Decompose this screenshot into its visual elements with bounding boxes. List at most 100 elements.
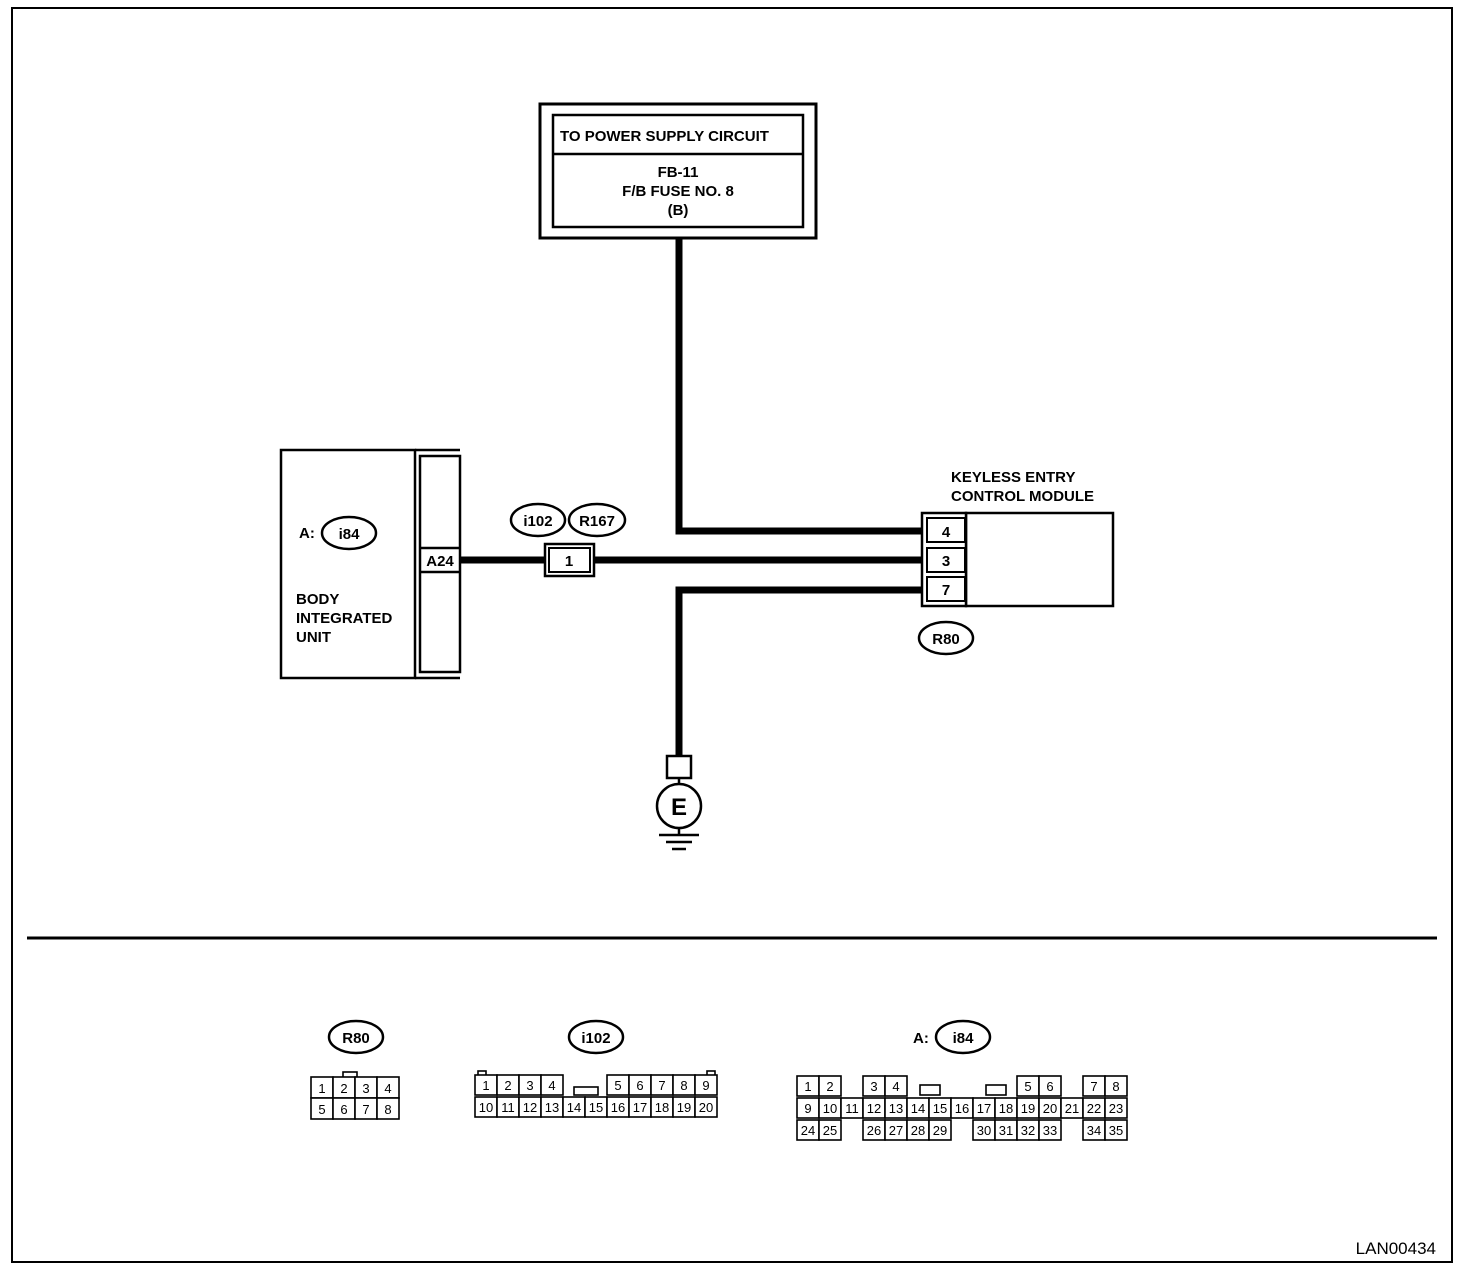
i84-cell: [1038, 1075, 1062, 1097]
i84-pin-label: 15: [933, 1101, 947, 1116]
i102-pin-label: 12: [523, 1100, 537, 1115]
body-integrated-unit: A24 A: i84 BODY INTEGRATED UNIT: [279, 448, 462, 680]
body-unit-name-3: UNIT: [296, 629, 331, 646]
i84-pin-label: 17: [977, 1101, 991, 1116]
wires: [461, 238, 926, 756]
i102-cell: [694, 1074, 718, 1096]
i102-pin-label: 4: [548, 1078, 555, 1093]
connector-view-i84-prefix: A:: [913, 1030, 929, 1047]
i84-cell: [818, 1119, 842, 1141]
keyless-pin-7: 7: [942, 582, 950, 599]
connector-view-r80-label: R80: [342, 1030, 370, 1047]
junction-oval-i102: [509, 502, 567, 538]
i84-pin-label: 22: [1087, 1101, 1101, 1116]
connector-latch: [919, 1084, 941, 1096]
i84-pin-label: 30: [977, 1123, 991, 1138]
i84-pin-label: 3: [870, 1079, 877, 1094]
i84-pin-label: 13: [889, 1101, 903, 1116]
i102-pin-label: 1: [482, 1078, 489, 1093]
i102-cell: [540, 1074, 564, 1096]
i84-pin-label: 9: [804, 1101, 811, 1116]
i84-pin-label: 8: [1112, 1079, 1119, 1094]
junction-pin: 1: [565, 553, 573, 570]
junction-label-i102: i102: [523, 513, 552, 530]
i84-cell: [1104, 1075, 1128, 1097]
i102-pin-label: 15: [589, 1100, 603, 1115]
i102-pin-label: 11: [501, 1100, 515, 1115]
keyless-name-2: CONTROL MODULE: [951, 488, 1094, 505]
i102-pin-label: 6: [636, 1078, 643, 1093]
keyless-connector-oval: [917, 620, 975, 656]
i84-pin-label: 23: [1109, 1101, 1123, 1116]
keyless-name-1: KEYLESS ENTRY: [951, 469, 1075, 486]
r80-pin-label: 2: [340, 1081, 347, 1096]
ground-symbol: E: [655, 754, 703, 851]
connector-latch: [985, 1084, 1007, 1096]
i84-pin-label: 33: [1043, 1123, 1057, 1138]
i84-pin-label: 2: [826, 1079, 833, 1094]
body-unit-name-2: INTEGRATED: [296, 610, 393, 627]
i102-pin-label: 9: [702, 1078, 709, 1093]
i84-cell: [1038, 1119, 1062, 1141]
i84-pin-label: 24: [801, 1123, 815, 1138]
diagram-id: LAN00434: [1356, 1239, 1436, 1258]
i102-pin-label: 13: [545, 1100, 559, 1115]
r80-pin-label: 3: [362, 1081, 369, 1096]
i84-pin-label: 12: [867, 1101, 881, 1116]
i84-pin-label: 21: [1065, 1101, 1079, 1116]
r80-pin-label: 1: [318, 1081, 325, 1096]
outer-frame: [11, 7, 1453, 1263]
i84-pin-label: 14: [911, 1101, 925, 1116]
i84-pin-label: 31: [999, 1123, 1013, 1138]
i102-pin-label: 16: [611, 1100, 625, 1115]
body-unit-terminal: A24: [426, 553, 454, 570]
i102-pin-label: 19: [677, 1100, 691, 1115]
i84-pin-label: 35: [1109, 1123, 1123, 1138]
i84-pin-label: 27: [889, 1123, 903, 1138]
keyless-pin-3: 3: [942, 553, 950, 570]
i102-pin-label: 8: [680, 1078, 687, 1093]
i102-pin-label: 17: [633, 1100, 647, 1115]
r80-pin-label: 7: [362, 1102, 369, 1117]
r80-cell: [376, 1097, 400, 1120]
keyless-pin-4: 4: [942, 524, 951, 541]
i84-cell: [884, 1075, 908, 1097]
i84-pin-label: 4: [892, 1079, 899, 1094]
power-supply-title: TO POWER SUPPLY CIRCUIT: [560, 128, 769, 145]
i84-pin-label: 26: [867, 1123, 881, 1138]
r80-pin-label: 6: [340, 1102, 347, 1117]
i84-pin-label: 25: [823, 1123, 837, 1138]
body-unit-connector-oval: [320, 515, 378, 551]
i84-cell: [928, 1119, 952, 1141]
fuse-line-3: (B): [668, 202, 689, 219]
body-unit-prefix: A:: [299, 525, 315, 542]
ground-label: E: [671, 794, 687, 821]
i102-pin-label: 20: [699, 1100, 713, 1115]
i102-pin-label: 18: [655, 1100, 669, 1115]
connector-view-i102-label: i102: [581, 1030, 610, 1047]
r80-pin-label: 4: [384, 1081, 391, 1096]
i84-pin-label: 16: [955, 1101, 969, 1116]
i102-pin-label: 2: [504, 1078, 511, 1093]
i84-pin-label: 34: [1087, 1123, 1101, 1138]
i84-pin-label: 1: [804, 1079, 811, 1094]
i84-pin-label: 10: [823, 1101, 837, 1116]
i84-pin-label: 6: [1046, 1079, 1053, 1094]
i102-pin-label: 7: [658, 1078, 665, 1093]
keyless-entry-module: KEYLESS ENTRY CONTROL MODULE 4 3 7 R80: [917, 469, 1115, 656]
fuse-line-2: F/B FUSE NO. 8: [622, 183, 734, 200]
connector-view-i84-label: i84: [953, 1030, 975, 1047]
i84-pin-label: 5: [1024, 1079, 1031, 1094]
connector-latch: [573, 1086, 599, 1096]
i84-pin-label: 29: [933, 1123, 947, 1138]
junction-connector: i102 R167 1: [509, 502, 627, 578]
r80-pin-label: 5: [318, 1102, 325, 1117]
i102-pin-label: 14: [567, 1100, 581, 1115]
fuse-line-1: FB-11: [658, 164, 699, 181]
i84-pin-label: 7: [1090, 1079, 1097, 1094]
i84-cell: [1104, 1097, 1128, 1119]
i84-cell: [818, 1075, 842, 1097]
